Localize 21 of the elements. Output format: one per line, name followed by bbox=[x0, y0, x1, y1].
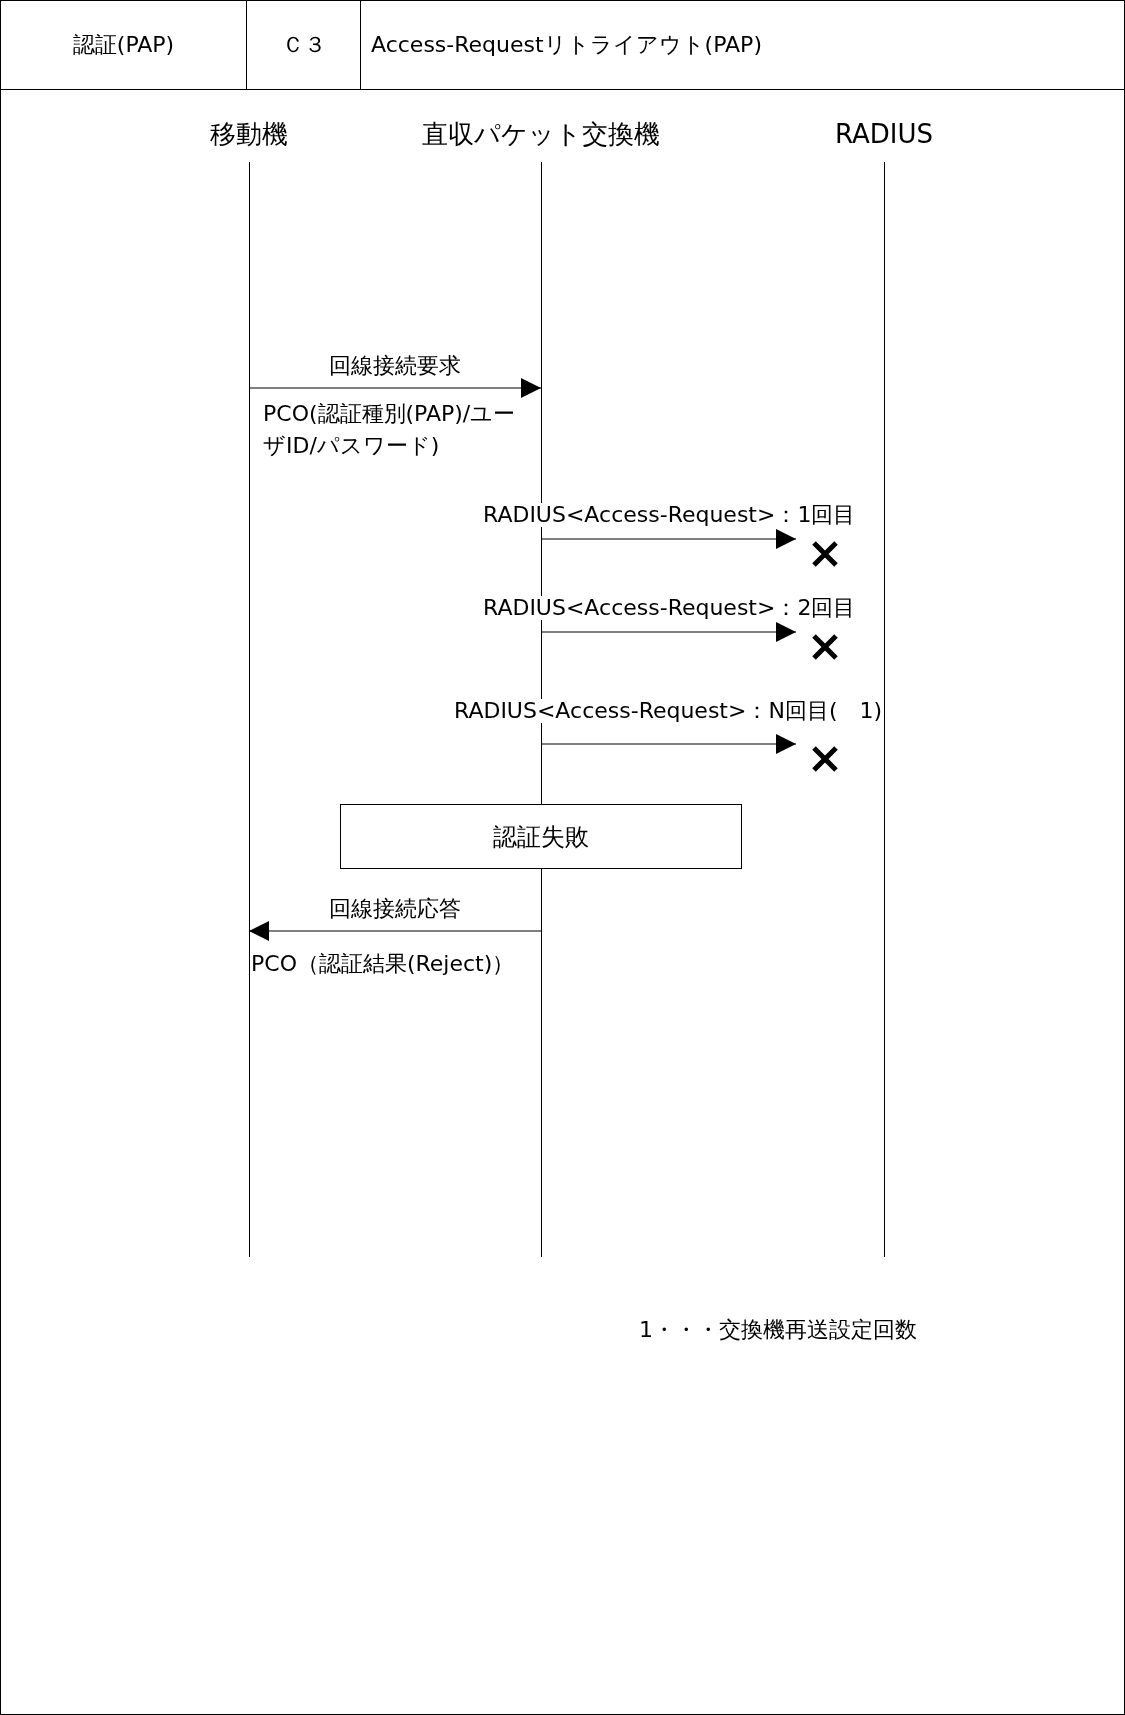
header-cell-text: Ｃ３ bbox=[281, 31, 326, 59]
lost-message-icon bbox=[812, 541, 838, 567]
note-text: PCO(認証種別(PAP)/ユーザID/パスワード) bbox=[263, 400, 517, 460]
edge-label: 回線接続応答 bbox=[329, 897, 461, 922]
message-arrow bbox=[540, 529, 797, 549]
process-box: 認証失敗 bbox=[340, 804, 742, 869]
edge-label: RADIUS<Access-Request>：N回目( 1) bbox=[454, 699, 883, 724]
message-arrow bbox=[540, 622, 797, 642]
note-text: PCO（認証結果(Reject)） bbox=[251, 950, 516, 978]
lost-message-icon bbox=[812, 746, 838, 772]
header-cell-text: Access-Requestリトライアウト(PAP) bbox=[371, 31, 762, 59]
participant-label: RADIUS bbox=[835, 119, 933, 151]
participant-label: 直収パケット交換機 bbox=[422, 119, 660, 151]
header-cell-text: 認証(PAP) bbox=[72, 31, 175, 59]
edge-label: 回線接続要求 bbox=[329, 354, 461, 379]
lost-message-icon bbox=[812, 634, 838, 660]
message-arrow bbox=[248, 378, 542, 398]
message-arrow bbox=[248, 921, 542, 941]
participant-label: 移動機 bbox=[210, 119, 288, 151]
note-text: 1・・・交換機再送設定回数 bbox=[639, 1316, 918, 1344]
message-arrow bbox=[540, 734, 797, 754]
